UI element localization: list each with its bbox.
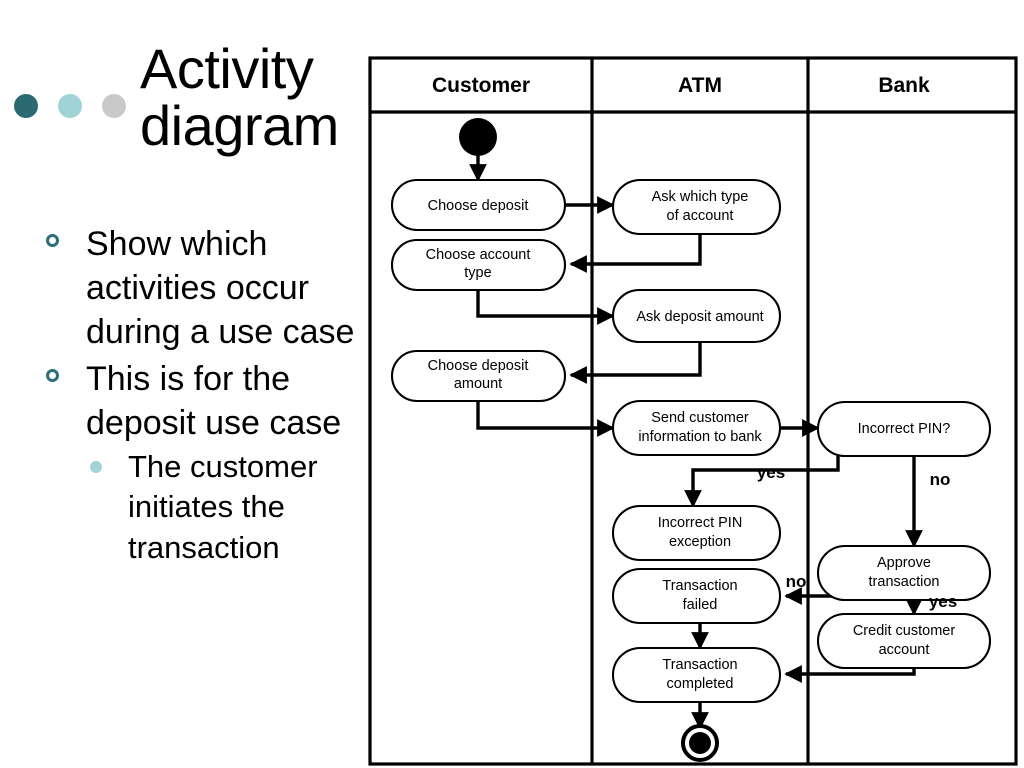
- slide-text-panel: Activity diagram Show which activities o…: [0, 0, 368, 768]
- action-node-label: Incorrect PIN: [658, 515, 743, 531]
- initial-node: [459, 118, 497, 156]
- action-node-label: Choose deposit: [428, 198, 529, 214]
- action-node-send-customer-information-to-bank[interactable]: Send customer information to bank: [611, 399, 782, 457]
- action-node-label-line2: of account: [667, 208, 734, 224]
- action-node-credit-customer-account[interactable]: Credit customer account: [816, 612, 992, 670]
- action-node-approve-transaction[interactable]: Approve transaction: [816, 544, 992, 602]
- page-title: Activity diagram: [140, 37, 339, 158]
- edge-label-yes-incorrect-pin: yes: [757, 463, 785, 482]
- action-node-label: Incorrect PIN?: [858, 421, 951, 437]
- bullet-marker-hollow-circle-icon: [46, 234, 59, 247]
- action-node-label: Transaction: [662, 578, 737, 594]
- list-item: This is for the deposit use case: [36, 357, 366, 445]
- list-item-sub: The customer initiates the transaction: [82, 447, 366, 568]
- action-node-label-line2: transaction: [869, 574, 940, 590]
- decorative-dot-dark: [14, 94, 38, 118]
- action-node-label-line2: type: [464, 265, 491, 281]
- action-node-incorrect-pin-question[interactable]: Incorrect PIN?: [816, 400, 992, 458]
- action-node-label-line2: information to bank: [638, 429, 762, 445]
- action-node-choose-account-type[interactable]: Choose account type: [390, 238, 567, 292]
- lane-header-atm: ATM: [678, 74, 722, 97]
- bullet-marker-filled-circle-icon: [90, 460, 102, 473]
- final-node: [681, 724, 719, 762]
- diagram-frame: [368, 56, 1018, 766]
- action-node-label: Send customer: [651, 410, 749, 426]
- lane-header-customer: Customer: [432, 74, 530, 97]
- list-item-label: This is for the deposit use case: [86, 359, 342, 442]
- action-node-ask-deposit-amount[interactable]: Ask deposit amount: [611, 288, 782, 344]
- decorative-dot-light: [58, 94, 82, 118]
- action-node-label-line2: amount: [454, 376, 502, 392]
- action-node-choose-deposit[interactable]: Choose deposit: [390, 178, 567, 232]
- action-node-incorrect-pin-exception[interactable]: Incorrect PIN exception: [611, 504, 782, 562]
- action-node-label: Choose account: [426, 247, 531, 263]
- action-node-transaction-completed[interactable]: Transaction completed: [611, 646, 782, 704]
- lane-header-bank: Bank: [878, 74, 930, 97]
- decorative-dot-gray: [102, 94, 126, 118]
- action-node-label: Transaction: [662, 657, 737, 673]
- bullet-list: Show which activities occur during a use…: [36, 222, 366, 568]
- edge-label-no-approve: no: [786, 572, 807, 591]
- action-node-label: Approve: [877, 555, 931, 571]
- edge-label-no-incorrect-pin: no: [930, 470, 951, 489]
- action-node-ask-which-type-of-account[interactable]: Ask which type of account: [611, 178, 782, 236]
- edge-incorrect-pin-yes-to-exception: [684, 456, 840, 508]
- action-node-label: Credit customer: [853, 623, 956, 639]
- decorative-dots: [14, 94, 126, 118]
- action-node-label-line2: completed: [667, 676, 734, 692]
- list-item-label: The customer initiates the transaction: [128, 448, 318, 565]
- list-item-label: Show which activities occur during a use…: [86, 225, 355, 352]
- list-item: Show which activities occur during a use…: [36, 222, 366, 355]
- action-node-label: Ask deposit amount: [636, 309, 763, 325]
- activity-diagram: Customer ATM Bank Choose deposit Choose …: [368, 56, 1018, 766]
- action-node-label: Choose deposit: [428, 358, 529, 374]
- bullet-marker-hollow-circle-icon: [46, 368, 59, 382]
- edge-ask-amount-to-choose-amount: [569, 342, 702, 384]
- action-node-choose-deposit-amount[interactable]: Choose deposit amount: [390, 349, 567, 403]
- edge-ask-type-to-choose-account: [569, 234, 702, 273]
- action-node-label-line2: account: [879, 642, 930, 658]
- action-node-label-line2: exception: [669, 534, 731, 550]
- action-node-label-line2: failed: [683, 597, 718, 613]
- edge-label-yes-approve: yes: [929, 592, 957, 611]
- action-node-transaction-failed[interactable]: Transaction failed: [611, 567, 782, 625]
- action-node-label: Ask which type: [652, 189, 749, 205]
- edge-choose-account-to-ask-amount: [476, 290, 615, 325]
- edge-choose-amount-to-send-info: [476, 401, 615, 437]
